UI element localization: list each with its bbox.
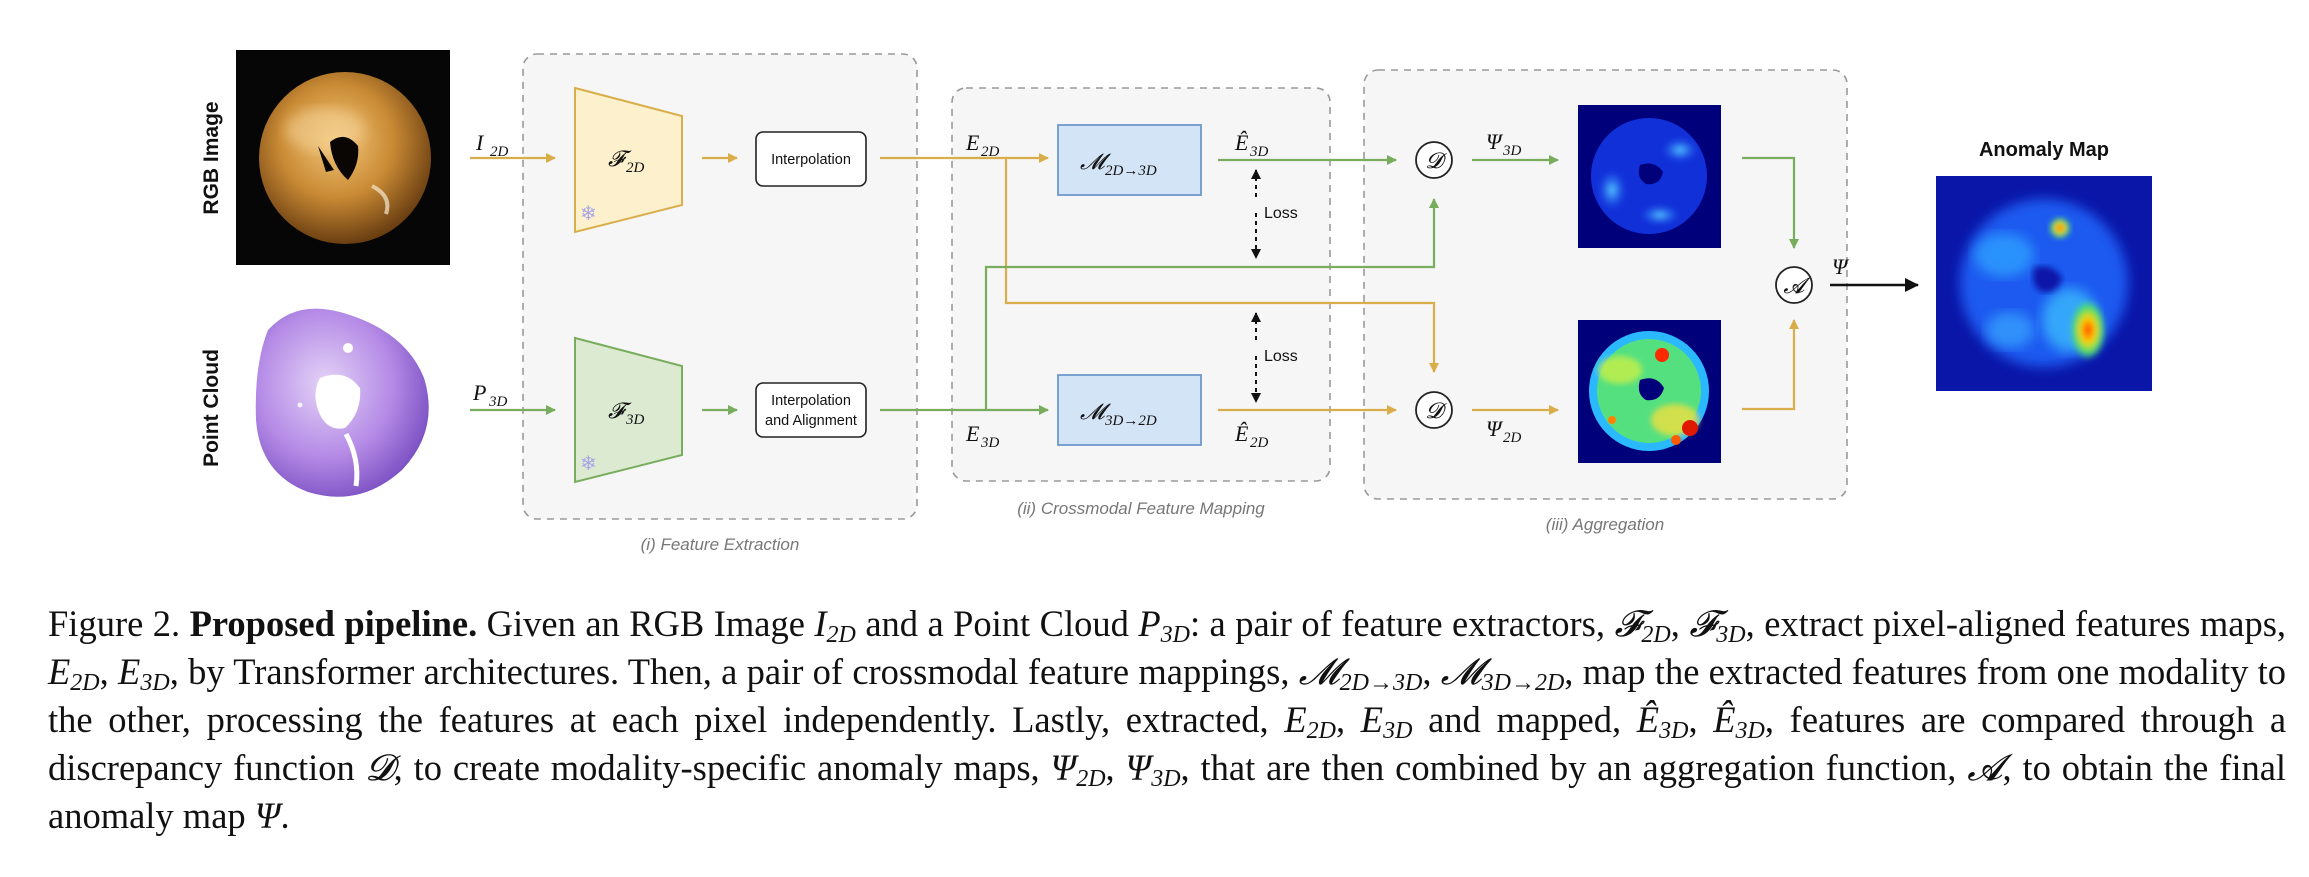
flow-psi3d-to-agg [1742, 156, 1799, 249]
caption-text: : a pair of feature extractors, [1189, 603, 1606, 644]
caption-text: and mapped, [1428, 699, 1622, 740]
svg-text:Interpolation: Interpolation [771, 393, 851, 409]
feature-label-e2d: E 2D [965, 130, 1000, 160]
stage-box-crossmodal-mapping [951, 87, 1331, 482]
svg-text:Interpolation: Interpolation [771, 152, 851, 168]
interpolation-box-2d: Interpolation [755, 131, 867, 187]
flow-psi2d-to-agg [1742, 319, 1799, 411]
feature-label-e3d-hat: Ê 3D [1234, 130, 1269, 160]
side-label-rgb: RGB Image [200, 101, 223, 214]
caption-text: extract pixel-aligned features maps, [1764, 603, 2287, 644]
svg-text:Ψ: Ψ [1486, 416, 1504, 441]
svg-text:E: E [965, 421, 980, 446]
loss-indicator-lower: Loss [1251, 312, 1298, 403]
caption-text: Given an RGB Image [486, 603, 805, 644]
svg-text:2D: 2D [1250, 435, 1269, 451]
svg-text:𝓓: 𝓓 [1426, 148, 1448, 173]
feature-label-e3d: E 3D [965, 421, 1000, 451]
stage-caption-feature-extraction: (i) Feature Extraction [641, 535, 800, 554]
mapping-box-2d-to-3d: 𝓜 2D→3D [1057, 124, 1202, 196]
svg-text:E: E [965, 130, 980, 155]
svg-text:3D: 3D [980, 435, 1000, 451]
svg-text:I: I [475, 130, 485, 155]
input-label-p3d: P 3D [472, 380, 508, 410]
feature-label-e2d-hat: Ê 2D [1234, 421, 1269, 451]
anomaly-map-psi3d [1578, 105, 1721, 248]
input-label-i2d: I 2D [475, 130, 509, 160]
discrepancy-node-2d: 𝓓 [1415, 391, 1453, 429]
svg-text:Loss: Loss [1264, 348, 1298, 365]
pipeline-figure: RGB Image Point Cloud I 2D P 3D 𝓕 2D ❄ 𝓕 [200, 50, 2152, 554]
caption-text: to obtain the final anomaly map [48, 747, 2287, 836]
caption-text: by Transformer architectures. Then, a pa… [188, 651, 1290, 692]
svg-text:3D: 3D [1502, 143, 1522, 159]
stage-caption-aggregation: (iii) Aggregation [1546, 515, 1664, 534]
psi-label-3d: Ψ 3D [1486, 129, 1522, 159]
point-cloud-thumbnail [255, 308, 429, 497]
caption-text: and a Point Cloud [865, 603, 1129, 644]
svg-text:2D: 2D [1503, 430, 1522, 446]
extractor-f2d: 𝓕 2D ❄ [574, 86, 683, 234]
svg-text:𝓓: 𝓓 [1426, 398, 1448, 423]
final-anomaly-map [1936, 176, 2152, 391]
svg-text:2D: 2D [981, 144, 1000, 160]
svg-text:3D→2D: 3D→2D [1104, 413, 1157, 429]
flow-e2d-to-d2d [1004, 158, 1439, 373]
psi-label-final: Ψ [1832, 254, 1850, 279]
loss-indicator-upper: Loss [1251, 169, 1298, 259]
svg-text:Ê: Ê [1234, 130, 1249, 155]
caption-text: features are compared through a discrepa… [48, 699, 2287, 788]
svg-text:2D→3D: 2D→3D [1105, 163, 1157, 179]
discrepancy-node-3d: 𝓓 [1415, 141, 1453, 179]
svg-text:2D: 2D [626, 160, 645, 176]
svg-text:3D: 3D [488, 394, 508, 410]
side-label-point-cloud: Point Cloud [200, 349, 223, 467]
svg-text:Loss: Loss [1264, 205, 1298, 222]
svg-text:2D: 2D [490, 144, 509, 160]
frozen-icon-2d: ❄ [580, 203, 597, 225]
svg-text:Ψ: Ψ [1486, 129, 1504, 154]
svg-text:Ê: Ê [1234, 421, 1249, 446]
anomaly-map-psi2d [1578, 320, 1721, 463]
anomaly-map-title: Anomaly Map [1979, 139, 2109, 161]
rgb-image-thumbnail [236, 50, 450, 265]
svg-text:P: P [472, 380, 486, 405]
frozen-icon-3d: ❄ [580, 453, 597, 475]
psi-label-2d: Ψ 2D [1486, 416, 1522, 446]
caption-text: map the extracted features from one moda… [48, 651, 2287, 740]
mapping-box-3d-to-2d: 𝓜 3D→2D [1057, 374, 1202, 446]
caption-fig-number: Figure 2. [48, 603, 181, 644]
aggregation-node: 𝓐 [1775, 266, 1813, 304]
interpolation-box-3d: Interpolation and Alignment [755, 382, 867, 438]
caption-text: to create modality-specific anomaly maps… [413, 747, 1040, 788]
svg-text:and Alignment: and Alignment [765, 413, 857, 429]
figure-caption: Figure 2. Proposed pipeline. Given an RG… [48, 603, 2287, 836]
flow-e3d-to-d3d [984, 198, 1439, 410]
stage-caption-crossmodal-mapping: (ii) Crossmodal Feature Mapping [1017, 499, 1265, 518]
svg-text:3D: 3D [625, 412, 645, 428]
extractor-f3d: 𝓕 3D ❄ [574, 336, 683, 484]
svg-text:3D: 3D [1249, 144, 1269, 160]
caption-title: Proposed pipeline. [189, 603, 478, 644]
caption-text: that are then combined by an aggregation… [1200, 747, 1957, 788]
